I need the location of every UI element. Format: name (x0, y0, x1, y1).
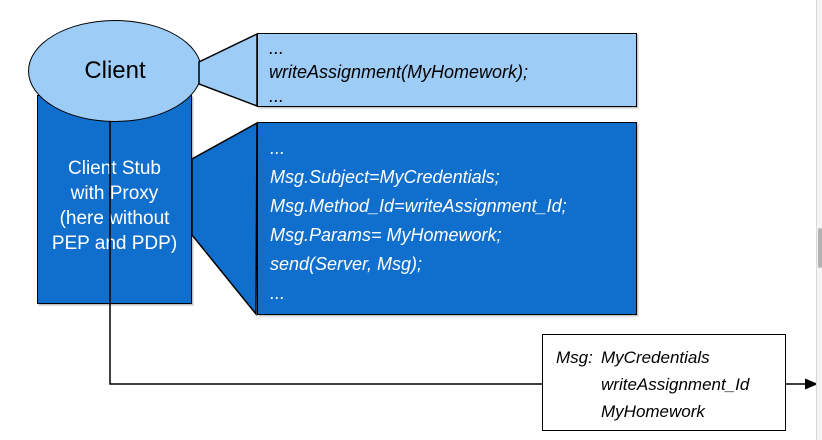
client-stub-line: with Proxy (70, 183, 159, 204)
client-callout-pointer (198, 32, 258, 108)
stub-code-callout: ... Msg.Subject=MyCredentials; Msg.Metho… (257, 122, 637, 315)
message-value: MyHomework (601, 402, 705, 421)
client-ellipse: Client (28, 20, 202, 122)
code-line: writeAssignment(MyHomework); (269, 62, 529, 82)
message-values: MyCredentials writeAssignment_Id MyHomew… (601, 344, 749, 425)
code-line: Msg.Method_Id=writeAssignment_Id; (270, 196, 567, 216)
code-line: ... (270, 138, 286, 158)
client-stub-line: (here without (59, 208, 170, 229)
code-line: send(Server, Msg); (270, 254, 423, 274)
client-stub-line: PEP and PDP) (51, 233, 178, 254)
code-line: Msg.Subject=MyCredentials; (270, 167, 500, 187)
message-label: Msg: (556, 348, 593, 367)
code-line: ... (270, 283, 286, 303)
message-content-box: Msg: MyCredentials writeAssignment_Id My… (542, 334, 786, 431)
scrollbar-thumb[interactable] (818, 228, 822, 268)
scrollbar-track[interactable] (816, 0, 822, 440)
stub-callout-pointer (191, 121, 258, 317)
client-label: Client (84, 57, 146, 84)
message-value: MyCredentials (601, 348, 710, 367)
code-line: ... (269, 38, 285, 58)
code-line: ... (269, 86, 285, 106)
client-stub-line: Client Stub (68, 158, 161, 179)
client-stub-label: Client Stub with Proxy (here without PEP… (38, 156, 191, 256)
client-stub-box: Client Stub with Proxy (here without PEP… (37, 95, 192, 304)
client-code-callout: ... writeAssignment(MyHomework); ... (257, 33, 637, 107)
message-value: writeAssignment_Id (601, 375, 750, 394)
code-line: Msg.Params= MyHomework; (270, 225, 502, 245)
